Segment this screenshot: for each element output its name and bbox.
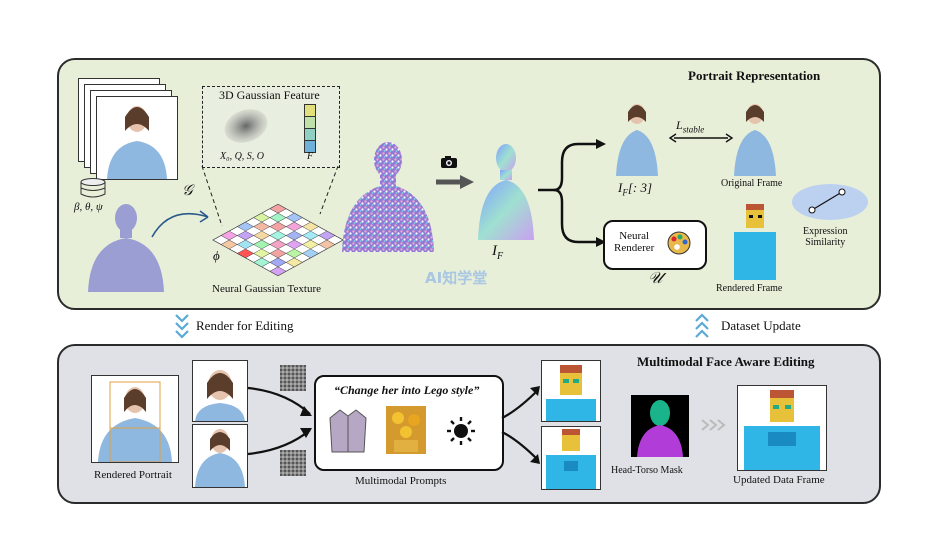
updated-data-frame-image <box>737 385 827 471</box>
camera-icon <box>440 155 458 174</box>
if-symbol: IF <box>492 243 504 262</box>
phi-symbol: ϕ <box>213 248 220 263</box>
g-symbol: 𝒢 <box>182 183 193 199</box>
body-mesh <box>86 200 166 297</box>
gaussian-feature-title: 3D Gaussian Feature <box>219 88 320 102</box>
rendered-frame-lego <box>732 200 778 280</box>
mask-label: Head-Torso Mask <box>611 465 683 476</box>
rendered-portrait-image <box>91 375 179 463</box>
u-symbol: 𝒰 <box>648 270 663 287</box>
multimodal-prompts-label: Multimodal Prompts <box>355 475 447 487</box>
prompt-text: “Change her into Lego style” <box>334 383 480 397</box>
expression-similarity-graphic <box>792 184 868 220</box>
database-icon <box>80 178 106 203</box>
render-for-editing-label: Render for Editing <box>196 318 294 333</box>
input-arrows <box>247 386 312 456</box>
g-mapping-arrow <box>151 210 209 238</box>
rendered-frame-label: Rendered Frame <box>716 283 783 294</box>
watermark-text: AI知学堂 <box>425 269 488 287</box>
output-arrows <box>501 386 540 464</box>
sun-icon <box>446 416 476 451</box>
subset-portrait <box>612 96 662 176</box>
texture-label: Neural Gaussian Texture <box>212 283 321 295</box>
rendered-feature-map <box>478 144 534 240</box>
stable-loss-arrow <box>668 133 734 143</box>
feature-vector-icon <box>304 104 316 153</box>
update-chevrons <box>701 419 726 431</box>
video-frame-portrait <box>96 96 178 180</box>
stable-loss: Lstable <box>676 118 705 135</box>
head-torso-mask <box>631 395 689 457</box>
gaussian-feature-box <box>202 86 340 168</box>
face-crop-upper <box>192 360 248 422</box>
lego-output-lower <box>541 426 601 490</box>
multimodal-editing-title: Multimodal Face Aware Editing <box>637 354 815 369</box>
gaussian-splat-body <box>342 142 434 252</box>
branch-brace <box>538 139 606 247</box>
render-down-chevrons <box>175 314 189 339</box>
video-frames-stack <box>78 78 178 180</box>
render-arrow <box>436 175 474 189</box>
rendered-portrait-label: Rendered Portrait <box>94 469 172 481</box>
expression-label: Expression Similarity <box>803 226 848 248</box>
subset-label: IF[: 3] <box>618 180 653 198</box>
palette-icon <box>666 230 692 261</box>
noise-latent-upper <box>280 365 306 391</box>
gaussian-feature-vars: X₀, Q, S, O <box>220 151 265 162</box>
projection-lines <box>201 165 339 227</box>
portrait-representation-title: Portrait Representation <box>688 68 821 83</box>
sunflowers-painting <box>386 406 426 454</box>
lego-output-upper <box>541 360 601 422</box>
face-crop-lower <box>192 424 248 488</box>
noise-latent-lower <box>280 450 306 476</box>
dataset-up-chevrons <box>695 313 709 338</box>
flame-params-label: β, θ, ψ <box>74 201 103 213</box>
gaussian-blob <box>224 109 268 143</box>
original-frame-label: Original Frame <box>721 178 783 189</box>
neural-renderer-label: Neural Renderer <box>614 230 655 254</box>
original-frame-portrait <box>730 96 780 176</box>
updated-frame-label: Updated Data Frame <box>733 474 825 486</box>
dataset-update-label: Dataset Update <box>721 318 801 333</box>
neural-gaussian-texture <box>212 203 344 277</box>
jacket-icon <box>329 408 367 459</box>
feature-symbol: F <box>307 151 314 162</box>
